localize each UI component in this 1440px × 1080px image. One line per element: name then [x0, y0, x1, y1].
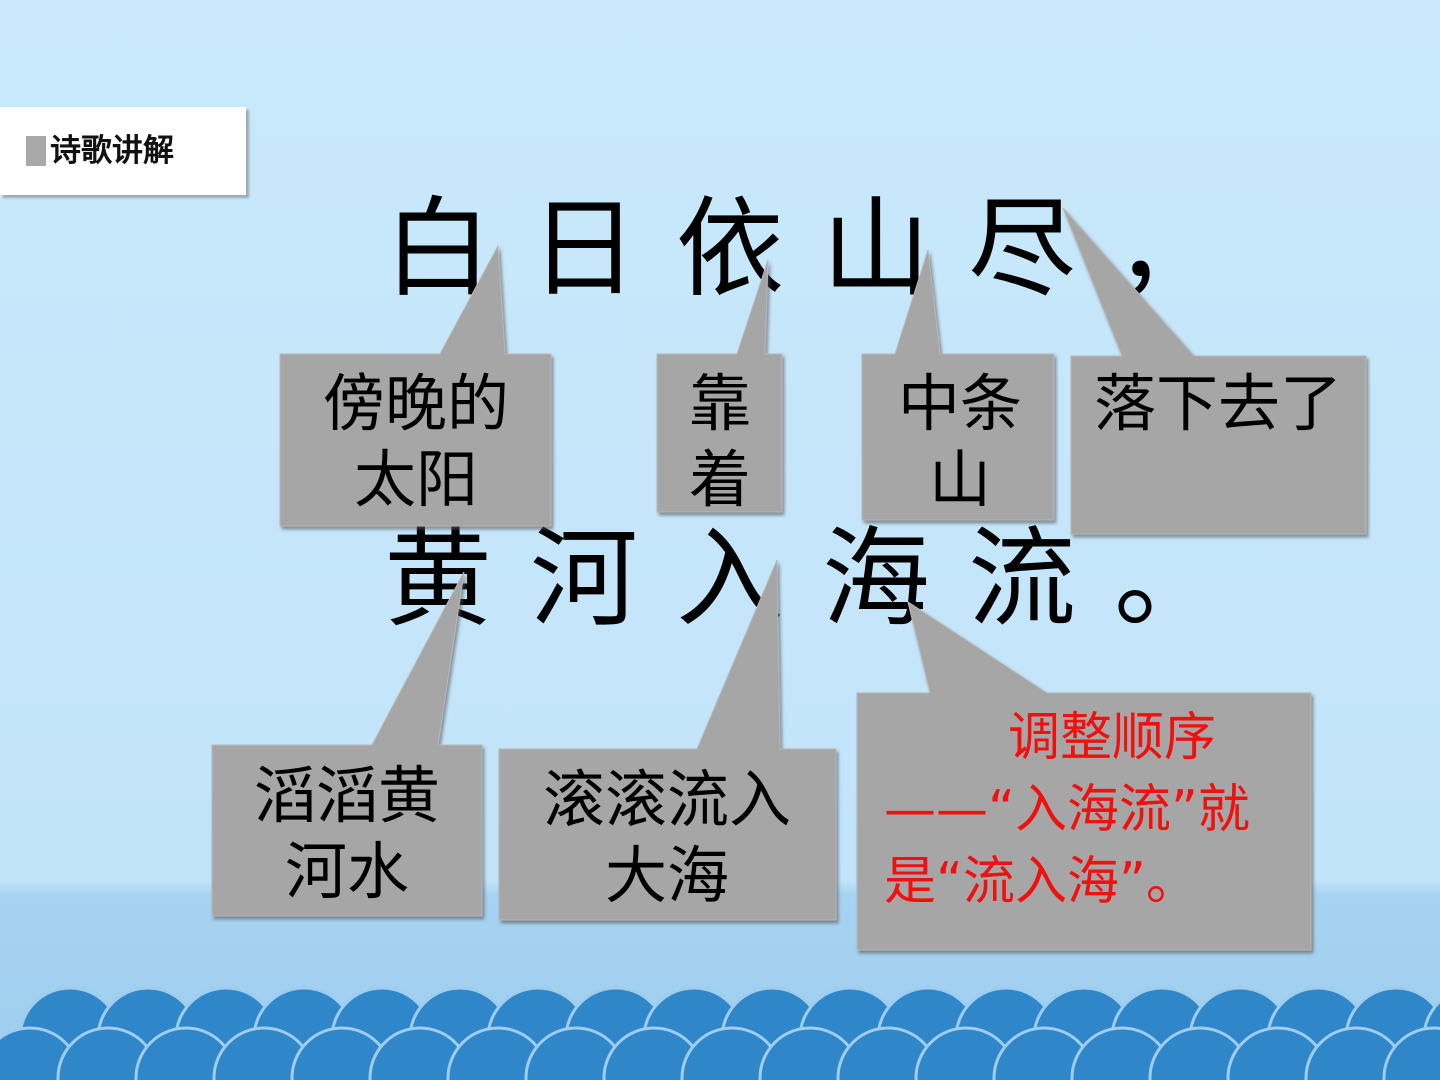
callout-jin-shape: [1062, 207, 1367, 535]
section-marker-icon: [26, 136, 46, 166]
callout-yi: 靠着: [672, 366, 768, 518]
wave-decoration: [0, 986, 1440, 1080]
callout-note-shape: [856, 600, 1312, 951]
callout-ru-hai: 滚滚流入大海: [530, 762, 804, 914]
callout-jin: 落下去了: [1080, 366, 1356, 442]
callout-huang-he-shape: [211, 571, 483, 917]
poem-line-2: 黄河入海流。: [384, 517, 1261, 642]
callout-shan: 中条山: [880, 366, 1040, 518]
callout-note-text: 调整顺序——“入海流”就是“流入海”。: [884, 708, 1250, 912]
callout-shan-shape: [861, 249, 1055, 521]
callout-ru-hai-shape: [498, 559, 837, 921]
callout-jin-text: 落下去了: [1093, 367, 1342, 440]
wave-scallop: [1382, 1026, 1440, 1080]
callout-huang-he: 滔滔黄河水: [240, 758, 454, 910]
callout-shan-text: 中条山: [897, 367, 1022, 516]
callout-huang-he-text: 滔滔黄河水: [253, 759, 440, 908]
callout-yi-text: 靠着: [688, 367, 751, 516]
callout-ru-hai-text: 滚滚流入大海: [542, 763, 791, 912]
callout-yi-shape: [656, 259, 783, 513]
callout-bai-ri: 傍晚的太阳: [296, 366, 536, 518]
callout-bai-ri-shape: [279, 244, 552, 527]
section-title: 诗歌讲解: [50, 133, 174, 169]
callout-bai-ri-text: 傍晚的太阳: [322, 367, 509, 516]
